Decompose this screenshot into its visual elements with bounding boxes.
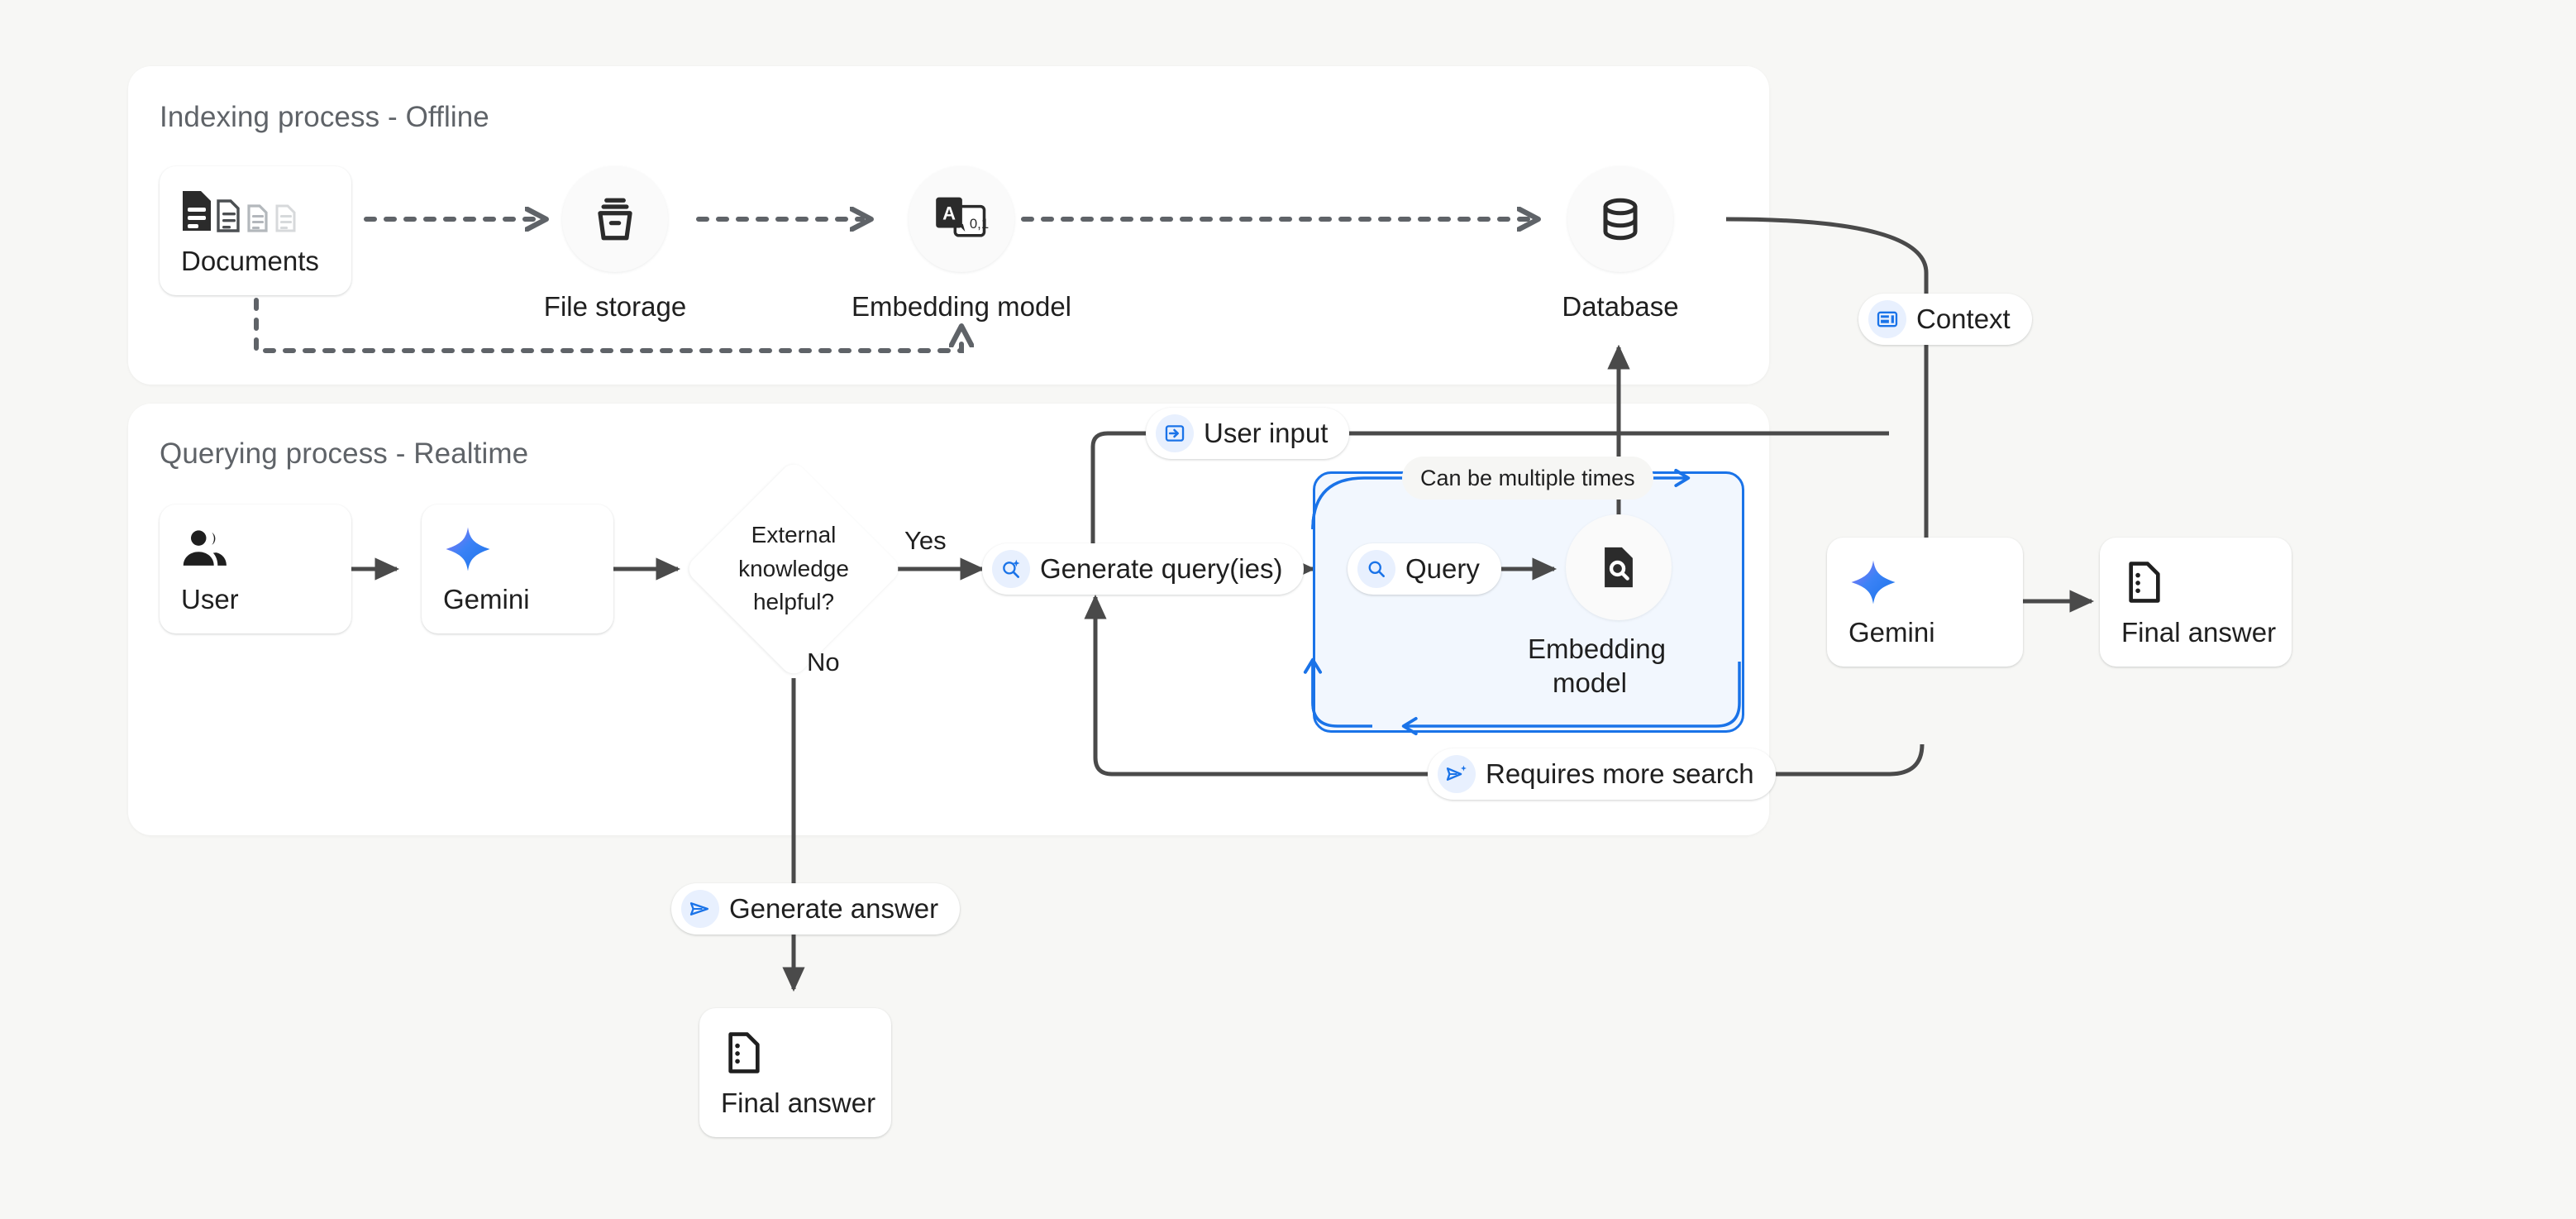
generate-queries-chip[interactable]: Generate query(ies) <box>982 543 1305 595</box>
svg-text:A: A <box>942 203 956 223</box>
answer-doc-icon <box>2121 556 2292 609</box>
requires-more-search-chip-label: Requires more search <box>1486 758 1754 789</box>
query-chip[interactable]: Query <box>1348 543 1501 595</box>
context-chip[interactable]: Context <box>1858 294 2032 345</box>
context-panel-icon <box>1868 300 1906 338</box>
node-gemini-answer-label: Gemini <box>1849 617 1935 648</box>
external-knowledge-decision[interactable]: External knowledge helpful? <box>684 459 904 679</box>
node-database-label: Database <box>1562 291 1679 322</box>
users-icon <box>181 523 351 576</box>
querying-panel-title: Querying process - Realtime <box>160 437 529 470</box>
node-documents[interactable]: Documents <box>160 166 351 295</box>
decision-text: External knowledge helpful? <box>716 491 871 647</box>
decision-line-2: knowledge <box>738 555 849 581</box>
loop-note-chip: Can be multiple times <box>1402 457 1653 500</box>
answer-doc-icon <box>721 1026 891 1079</box>
documents-icon <box>181 184 351 237</box>
decision-line-3: helpful? <box>752 589 835 615</box>
node-gemini-query[interactable]: Gemini <box>422 504 613 633</box>
send-icon <box>681 890 719 928</box>
indexing-panel-title: Indexing process - Offline <box>160 101 489 133</box>
node-user-label: User <box>181 584 239 615</box>
decision-no-label: No <box>807 648 840 676</box>
svg-text:0,1: 0,1 <box>970 216 989 232</box>
embedding-model-icon: 0,1 A <box>936 197 989 237</box>
gemini-sparkle-icon <box>443 523 613 576</box>
node-gemini-query-label: Gemini <box>443 584 530 615</box>
file-storage-icon <box>598 198 632 241</box>
user-input-chip[interactable]: User input <box>1146 408 1350 459</box>
user-input-chip-label: User input <box>1204 418 1329 448</box>
decision-line-1: External <box>751 522 837 548</box>
send-sparkle-icon <box>1438 755 1476 793</box>
database-icon <box>1603 198 1638 241</box>
decision-yes-label: Yes <box>904 526 947 555</box>
node-file-storage-label: File storage <box>543 291 687 322</box>
context-chip-label: Context <box>1916 304 2011 334</box>
node-file-storage[interactable] <box>562 166 668 272</box>
node-documents-label: Documents <box>181 246 319 277</box>
loop-note-label: Can be multiple times <box>1420 465 1635 490</box>
node-final-answer-right-label: Final answer <box>2121 617 2277 648</box>
query-chip-label: Query <box>1405 553 1480 584</box>
node-embedding-model-loop[interactable] <box>1566 514 1672 620</box>
gemini-sparkle-icon <box>1849 556 2023 609</box>
generate-answer-chip-label: Generate answer <box>729 893 939 924</box>
node-user[interactable]: User <box>160 504 351 633</box>
node-final-answer-bottom[interactable]: Final answer <box>699 1008 891 1137</box>
requires-more-search-chip[interactable]: Requires more search <box>1428 748 1776 800</box>
node-embedding-model-loop-label: Embedding model <box>1528 633 1666 699</box>
document-search-icon <box>1605 547 1633 588</box>
node-embedding-model-label: Embedding model <box>852 291 1071 322</box>
node-final-answer-right[interactable]: Final answer <box>2100 538 2292 667</box>
input-arrow-icon <box>1156 414 1194 452</box>
node-gemini-answer[interactable]: Gemini <box>1827 538 2023 667</box>
generate-queries-chip-label: Generate query(ies) <box>1040 553 1283 584</box>
search-sparkle-icon <box>992 550 1030 588</box>
generate-answer-chip[interactable]: Generate answer <box>671 883 961 935</box>
search-icon <box>1357 550 1395 588</box>
node-final-answer-bottom-label: Final answer <box>721 1088 876 1119</box>
node-database[interactable] <box>1567 166 1673 272</box>
node-embedding-model[interactable]: 0,1 A <box>909 166 1014 272</box>
